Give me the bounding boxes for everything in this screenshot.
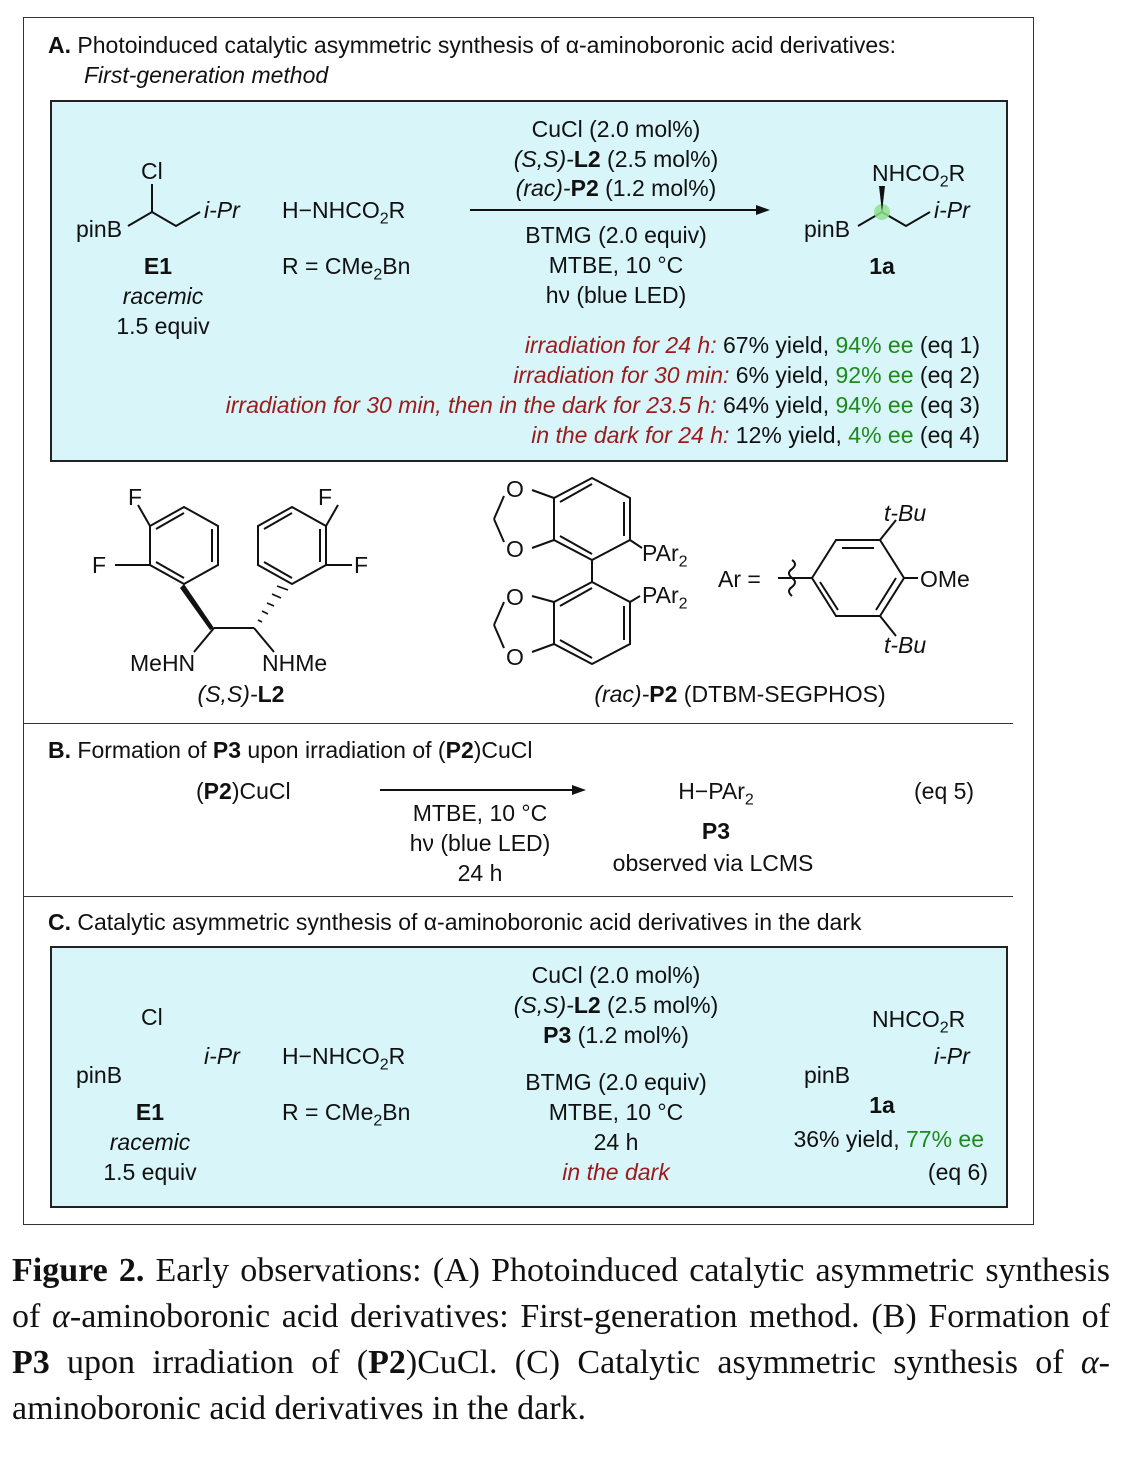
section-c-heading: C. Catalytic asymmetric synthesis of α-a… xyxy=(48,909,862,935)
b-cond-mtbe: MTBE, 10 °C xyxy=(412,800,548,826)
l2-fluoro-1: F xyxy=(128,484,143,510)
p2-par2-upper: PAr2 xyxy=(642,540,688,571)
p2-oxygen-4: O xyxy=(506,644,524,670)
a-result-3: irradiation for 30 min, then in the dark… xyxy=(225,392,980,418)
c-eq-label: (eq 6) xyxy=(927,1159,988,1185)
b-eq-label: (eq 5) xyxy=(914,778,975,804)
a-result-2: irradiation for 30 min: 6% yield, 92% ee… xyxy=(513,362,980,388)
c-substrate-pinb: pinB xyxy=(76,1062,123,1088)
c-cond-mtbe: MTBE, 10 °C xyxy=(548,1099,684,1125)
a-product-group: NHCO2R xyxy=(872,160,966,191)
l2-amine-right: NHMe xyxy=(262,650,328,676)
c-substrate-ipr: i-Pr xyxy=(204,1043,240,1069)
section-c-panel xyxy=(50,946,1008,1208)
figure-frame xyxy=(23,17,1034,1225)
separator-ab xyxy=(23,723,1013,724)
c-product-name: 1a xyxy=(869,1092,895,1118)
c-product-group: NHCO2R xyxy=(872,1006,966,1037)
b-product: H−PAr2 xyxy=(678,778,754,809)
a-substrate-pinb: pinB xyxy=(76,216,123,242)
l2-fluoro-2: F xyxy=(92,552,107,578)
c-cond-l2: (S,S)-L2 (2.5 mol%) xyxy=(513,992,719,1018)
c-substrate-name: E1 xyxy=(135,1099,165,1125)
section-a-panel xyxy=(50,100,1008,462)
section-a-heading: A. Photoinduced catalytic asymmetric syn… xyxy=(48,32,897,58)
c-substrate-cl: Cl xyxy=(141,1004,163,1030)
a-product-ipr: i-Pr xyxy=(934,197,970,223)
c-product-result: 36% yield, 77% ee xyxy=(793,1126,984,1152)
a-substrate-name: E1 xyxy=(143,253,173,279)
p2-name: (rac)-P2 (DTBM-SEGPHOS) xyxy=(594,681,886,707)
c-substrate-stereo: racemic xyxy=(109,1129,191,1155)
c-product-pinb: pinB xyxy=(804,1062,851,1088)
p2-oxygen-1: O xyxy=(506,476,524,502)
a-cond-l2: (S,S)-L2 (2.5 mol%) xyxy=(513,146,719,172)
ar-tbu-top: t-Bu xyxy=(884,500,927,526)
p2-par2-lower: PAr2 xyxy=(642,582,688,613)
a-substrate-stereo: racemic xyxy=(122,283,204,309)
b-product-name: P3 xyxy=(701,818,731,844)
c-nucleophile: H−NHCO2R xyxy=(282,1043,406,1074)
c-cond-p3: P3 (1.2 mol%) xyxy=(543,1022,689,1048)
c-r-definition: R = CMe2Bn xyxy=(282,1099,411,1130)
a-result-1: irradiation for 24 h: 67% yield, 94% ee … xyxy=(524,332,980,358)
c-cond-dark: in the dark xyxy=(562,1159,670,1185)
a-cond-p2: (rac)-P2 (1.2 mol%) xyxy=(515,175,717,201)
c-cond-btmg: BTMG (2.0 equiv) xyxy=(525,1069,707,1095)
c-cond-time: 24 h xyxy=(593,1129,639,1155)
b-product-note: observed via LCMS xyxy=(612,850,814,876)
a-substrate-ipr: i-Pr xyxy=(204,197,240,223)
l2-fluoro-3: F xyxy=(318,484,333,510)
l2-fluoro-4: F xyxy=(354,552,369,578)
a-substrate-equiv: 1.5 equiv xyxy=(116,313,210,339)
c-product-ipr: i-Pr xyxy=(934,1043,970,1069)
p2-oxygen-2: O xyxy=(506,536,524,562)
a-cond-mtbe: MTBE, 10 °C xyxy=(548,252,684,278)
c-cond-cucl: CuCl (2.0 mol%) xyxy=(531,962,701,988)
l2-amine-left: MeHN xyxy=(130,650,196,676)
figure-caption: Figure 2. Early observations: (A) Photoi… xyxy=(12,1252,1111,1427)
section-b-heading: B. Formation of P3 upon irradiation of (… xyxy=(48,737,533,763)
ar-definition-label: Ar = xyxy=(718,566,761,592)
a-substrate-cl: Cl xyxy=(141,158,163,184)
a-cond-cucl: CuCl (2.0 mol%) xyxy=(531,116,701,142)
p2-oxygen-3: O xyxy=(506,584,524,610)
ar-tbu-bottom: t-Bu xyxy=(884,632,927,658)
a-product-name: 1a xyxy=(869,253,895,279)
b-cond-light: hν (blue LED) xyxy=(409,830,551,856)
section-a-subtitle: First-generation method xyxy=(84,62,329,88)
a-cond-btmg: BTMG (2.0 equiv) xyxy=(525,222,707,248)
a-product-pinb: pinB xyxy=(804,216,851,242)
c-substrate-equiv: 1.5 equiv xyxy=(103,1159,197,1185)
ar-ome: OMe xyxy=(920,566,970,592)
b-reactant: (P2)CuCl xyxy=(196,778,291,804)
separator-bc xyxy=(23,896,1013,897)
a-nucleophile: H−NHCO2R xyxy=(282,197,406,228)
a-r-definition: R = CMe2Bn xyxy=(282,253,411,284)
a-result-4: in the dark for 24 h: 12% yield, 4% ee (… xyxy=(531,422,980,448)
a-cond-light: hν (blue LED) xyxy=(545,282,687,308)
b-cond-time: 24 h xyxy=(457,860,503,886)
l2-name: (S,S)-L2 xyxy=(197,681,285,707)
